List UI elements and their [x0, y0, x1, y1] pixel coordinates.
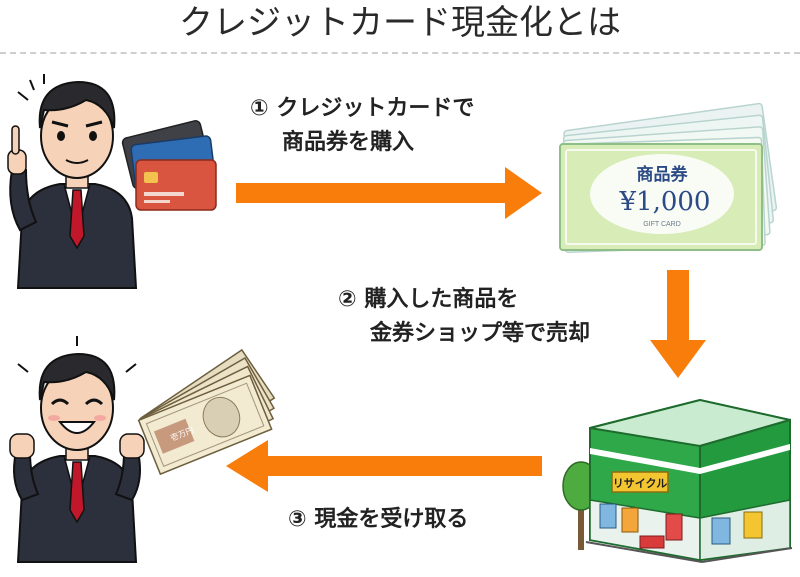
gift-card-amount: ¥1,000 — [619, 187, 711, 217]
arrow-right — [236, 167, 542, 219]
gift-card-stack-illustration — [559, 102, 778, 253]
step-1-line-2: 商品券を購入 — [282, 130, 415, 155]
title-divider — [0, 52, 800, 54]
businessman-thinking-illustration — [7, 74, 138, 289]
step-2-caption: ② 購入した商品を 金券ショップ等で売却 — [338, 283, 590, 351]
step-2-number: ② — [338, 287, 357, 312]
recycle-shop-illustration — [562, 398, 793, 563]
banknotes-illustration — [137, 348, 276, 476]
arrow-down — [650, 270, 706, 378]
shop-sign-text: リサイクル — [613, 477, 667, 490]
arrow-left — [226, 440, 542, 492]
step-2-line-2: 金券ショップ等で売却 — [370, 321, 591, 346]
businessman-happy-illustration — [9, 336, 145, 563]
step-1-line-1: クレジットカードで — [276, 96, 475, 121]
step-1-number: ① — [250, 96, 269, 121]
gift-card-caption: GIFT CARD — [643, 221, 681, 228]
gift-card-label: 商品券 — [637, 164, 689, 184]
step-1-caption: ① クレジットカードで 商品券を購入 — [250, 92, 474, 160]
step-3-number: ③ — [288, 507, 307, 532]
page-title: クレジットカード現金化とは — [179, 3, 621, 43]
step-3-caption: ③ 現金を受け取る — [288, 503, 468, 537]
credit-cards-illustration — [121, 120, 217, 211]
step-3-line-1: 現金を受け取る — [314, 507, 469, 532]
step-2-line-1: 購入した商品を — [364, 287, 519, 312]
